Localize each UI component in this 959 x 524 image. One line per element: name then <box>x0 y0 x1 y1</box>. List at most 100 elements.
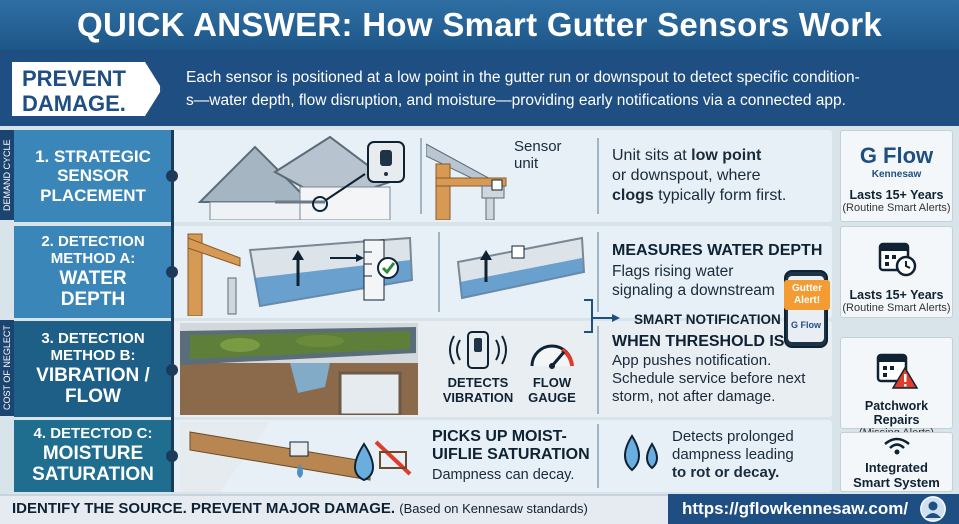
card-title: Smart System <box>853 475 940 490</box>
section-1-label-line: SENSOR <box>57 166 129 186</box>
card-subtitle: (Routine Smart Alerts) <box>842 202 951 214</box>
section-3-text: Schedule service before next <box>612 370 806 387</box>
card-lasts-15-years: Lasts 15+ Years (Routine Smart Alerts) <box>840 226 953 318</box>
flow-label-line: FLOW <box>532 375 572 390</box>
section-2-label-line: DEPTH <box>60 288 126 310</box>
section-4-label-line: MOISTURE <box>42 443 144 465</box>
section-1-emphasis: clogs <box>612 187 654 204</box>
timeline-node <box>166 170 178 182</box>
side-label-cost-of-neglect: COST OF NEGLECT <box>0 320 14 416</box>
section-4-text: to rot or decay. <box>672 464 780 481</box>
section-3-divider <box>597 326 599 414</box>
phone-brand: G Flow <box>791 320 821 330</box>
page-title: QUICK ANSWER: How Smart Gutter Sensors W… <box>0 0 959 50</box>
section-3-label: 3. DETECTION METHOD B: VIBRATION / FLOW <box>14 321 172 417</box>
gflow-logo: G Flow <box>859 143 934 168</box>
gflow-logo-sub: Kennesaw <box>871 169 922 180</box>
section-1-description: Unit sits at low point or downspout, whe… <box>612 146 786 206</box>
bracket-arrow-icon <box>584 299 620 333</box>
badge-line-2: DAMAGE. <box>22 91 126 116</box>
vibration-label-line: VIBRATION <box>442 390 514 405</box>
vibration-label-line: DETECTS <box>447 375 509 390</box>
section-4-divider <box>597 424 599 488</box>
section-4-text: Detects prolonged <box>672 428 794 445</box>
section-3-label-line: 3. DETECTION <box>41 329 145 347</box>
section-2-divider <box>597 232 599 312</box>
section-4-description: Detects prolonged dampness leading to ro… <box>672 428 794 482</box>
section-1-label: 1. STRATEGIC SENSOR PLACEMENT <box>14 130 172 222</box>
footer-tagline: IDENTIFY THE SOURCE. PREVENT MAJOR DAMAG… <box>12 500 588 517</box>
moisture-beam-illustration <box>180 422 412 492</box>
intro-text: Each sensor is positioned at a low point… <box>186 66 951 112</box>
calendar-clock-icon <box>878 242 916 277</box>
section-1-text: typically form first. <box>653 187 787 204</box>
timeline-node <box>166 364 178 376</box>
section-1-divider <box>597 138 599 214</box>
intro-line-2: s—water depth, flow disruption, and mois… <box>186 92 846 109</box>
calendar-warning-icon <box>876 353 918 389</box>
card-title: Lasts 15+ Years <box>849 188 944 202</box>
section-2-label-line: WATER <box>59 267 127 289</box>
prevent-damage-badge: PREVENT DAMAGE. <box>10 60 162 118</box>
smart-notification-label: SMART NOTIFICATION <box>634 312 781 327</box>
section-4-label-line: 4. DETECTOD C: <box>33 425 153 443</box>
section-2-divider <box>438 232 440 312</box>
footer-main-text: IDENTIFY THE SOURCE. PREVENT MAJOR DAMAG… <box>12 500 396 517</box>
section-3-text: App pushes notification. <box>612 352 772 369</box>
flow-gauge-icon <box>530 344 574 369</box>
section-3-description: App pushes notification. Schedule servic… <box>612 352 805 406</box>
sensor-unit-label-line: unit <box>514 155 539 172</box>
house-roof-illustration <box>197 135 393 220</box>
section-1-label-line: PLACEMENT <box>40 185 146 205</box>
alert-line: Alert! <box>793 295 821 306</box>
water-depth-gutter-illustration <box>187 233 414 316</box>
section-4-heading-line: UIFLIE SATURATION <box>432 446 590 463</box>
water-drops-icon <box>624 434 658 472</box>
section-4-subtext: Dampness can decay. <box>432 467 575 483</box>
section-3-label-line: FLOW <box>65 385 121 407</box>
user-avatar-icon <box>920 496 946 522</box>
gutter-alert-badge: Gutter Alert! <box>784 280 830 310</box>
section-4-text: dampness leading <box>672 446 794 463</box>
card-subtitle: (Routine Smart Alerts) <box>842 302 951 314</box>
sensor-unit-label-line: Sensor <box>514 138 562 155</box>
roof-edge-sensor-illustration <box>426 143 507 220</box>
section-1-divider <box>420 138 422 214</box>
section-1-text: Unit sits at <box>612 147 692 164</box>
section-1-label-line: 1. STRATEGIC <box>35 147 151 167</box>
section-1-text: or downspout, where <box>612 167 761 184</box>
timeline-line <box>171 130 174 492</box>
section-4-heading: PICKS UP MOIST- UIFLIE SATURATION <box>432 428 590 464</box>
flow-gauge-label: FLOW GAUGE <box>522 375 582 405</box>
side-label-demand-cycle: DEMAND CYCLE <box>0 130 14 220</box>
card-integrated-system: Integrated Smart System <box>840 432 953 492</box>
section-2-label-line: 2. DETECTION <box>41 232 145 250</box>
flow-label-line: GAUGE <box>528 390 576 405</box>
footer-url-link[interactable]: https://gflowkennesaw.com/ <box>668 494 959 524</box>
section-2-label-line: METHOD A: <box>50 249 136 267</box>
wifi-icon <box>883 437 910 455</box>
clogged-gutter-illustration <box>180 323 418 415</box>
section-3-heading: WHEN THRESHOLD IS <box>612 333 785 350</box>
section-3-text: storm, not after damage. <box>612 388 776 405</box>
section-4-label: 4. DETECTOD C: MOISTURE SATURATION <box>14 420 172 492</box>
card-patchwork-repairs: Patchwork Repairs (Missing Alerts) <box>840 337 953 439</box>
section-2-label: 2. DETECTION METHOD A: WATER DEPTH <box>14 226 172 318</box>
gutter-water-level-illustration <box>456 236 586 300</box>
footer-note: (Based on Kennesaw standards) <box>399 501 588 516</box>
section-2-text: signaling a downstream <box>612 282 775 299</box>
card-title: Integrated <box>865 460 928 475</box>
intro-line-1: Each sensor is positioned at a low point… <box>186 69 860 86</box>
card-title: Lasts 15+ Years <box>849 288 944 302</box>
card-gflow-brand: G Flow Kennesaw Lasts 15+ Years (Routine… <box>840 130 953 222</box>
section-3-label-line: VIBRATION / <box>36 364 150 386</box>
section-1-emphasis: low point <box>691 147 762 164</box>
section-4-heading-line: PICKS UP MOIST- <box>432 428 567 445</box>
sensor-unit-label: Sensor unit <box>514 138 562 172</box>
card-title: Patchwork Repairs <box>864 399 929 427</box>
section-2-heading: MEASURES WATER DEPTH <box>612 242 823 259</box>
detects-vibration-label: DETECTS VIBRATION <box>440 375 516 405</box>
timeline-node <box>166 266 178 278</box>
section-3-label-line: METHOD B: <box>50 346 136 364</box>
vibration-sensor-icon <box>449 331 507 369</box>
